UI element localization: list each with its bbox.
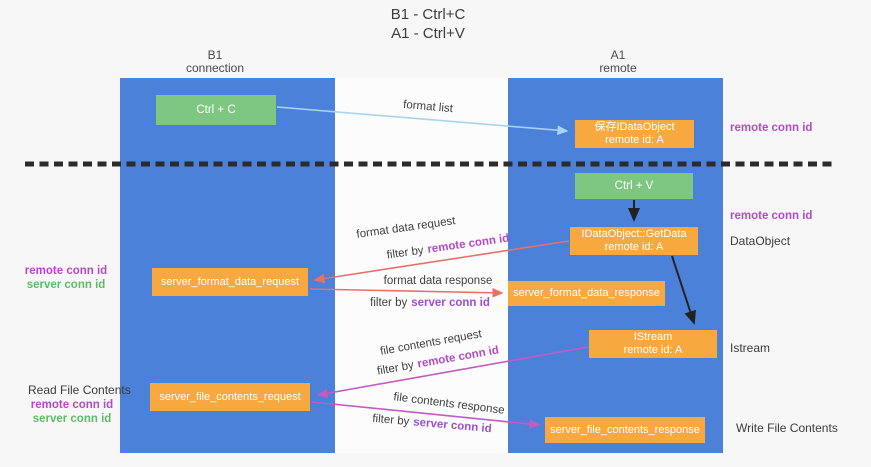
diagram-title: B1 - Ctrl+C A1 - Ctrl+V	[0, 5, 856, 43]
istream-side-label: Istream	[730, 341, 771, 355]
server-file-contents-response-box: server_file_contents_response	[545, 417, 705, 443]
idataobject-getdata-box: IDataObject::GetData remote id: A	[570, 227, 698, 255]
ctrl-v-box: Ctrl + V	[575, 173, 693, 199]
save-idataobject-line1: 保存IDataObject	[594, 121, 675, 133]
title-line-2: A1 - Ctrl+V	[391, 25, 465, 42]
server-conn-id-filter-1: server conn id	[411, 297, 490, 309]
remote-conn-id-label-top: remote conn id	[730, 122, 813, 134]
server-file-contents-response-label: server_file_contents_response	[550, 423, 700, 436]
getdata-line2: remote id: A	[604, 241, 664, 253]
ctrl-c-label: Ctrl + C	[196, 103, 236, 116]
left-conn-id-pair-file: remote conn id server conn id	[30, 398, 114, 426]
remote-conn-id-label-mid: remote conn id	[730, 210, 813, 222]
write-file-contents-label: Write File Contents	[736, 421, 838, 435]
istream-line1: IStream	[633, 331, 673, 343]
dataobject-label: DataObject	[730, 234, 791, 248]
left-column-role: connection	[185, 61, 245, 75]
server-conn-id-label-left1: server conn id	[26, 279, 106, 291]
server-format-data-response-label: server_format_data_response	[513, 287, 660, 299]
server-format-data-request-label: server_format_data_request	[160, 275, 300, 288]
ctrl-v-label: Ctrl + V	[614, 179, 654, 192]
format-data-response-flow-label: format data response	[383, 275, 493, 287]
right-column-name: A1	[610, 48, 626, 62]
server-format-data-request-box: server_format_data_request	[152, 268, 308, 296]
save-idataobject-line2: remote id: A	[605, 134, 664, 146]
remote-conn-id-label-left1: remote conn id	[24, 265, 108, 277]
title-line-1: B1 - Ctrl+C	[390, 6, 466, 23]
left-column-name: B1	[207, 48, 223, 62]
read-file-contents-label: Read File Contents	[28, 383, 131, 397]
left-column-header: B1 connection	[120, 49, 310, 75]
server-file-contents-request-label: server_file_contents_request	[159, 390, 301, 403]
filter-by-server-conn-id-label-1: filter by server conn id	[370, 297, 490, 309]
right-column-header: A1 remote	[508, 49, 728, 75]
ctrl-c-box: Ctrl + C	[156, 95, 276, 125]
right-column-role: remote	[599, 61, 637, 75]
server-file-contents-request-box: server_file_contents_request	[150, 383, 310, 411]
left-conn-id-pair-format: remote conn id server conn id	[22, 264, 110, 292]
getdata-line1: IDataObject::GetData	[581, 228, 687, 240]
filter-by-text: filter by	[370, 297, 408, 309]
istream-line2: remote id: A	[623, 344, 683, 356]
istream-box: IStream remote id: A	[589, 330, 717, 358]
remote-conn-id-label-left2: remote conn id	[30, 399, 114, 411]
save-idataobject-box: 保存IDataObject remote id: A	[575, 120, 694, 148]
server-conn-id-label-left2: server conn id	[32, 413, 112, 425]
server-format-data-response-box: server_format_data_response	[508, 281, 665, 306]
